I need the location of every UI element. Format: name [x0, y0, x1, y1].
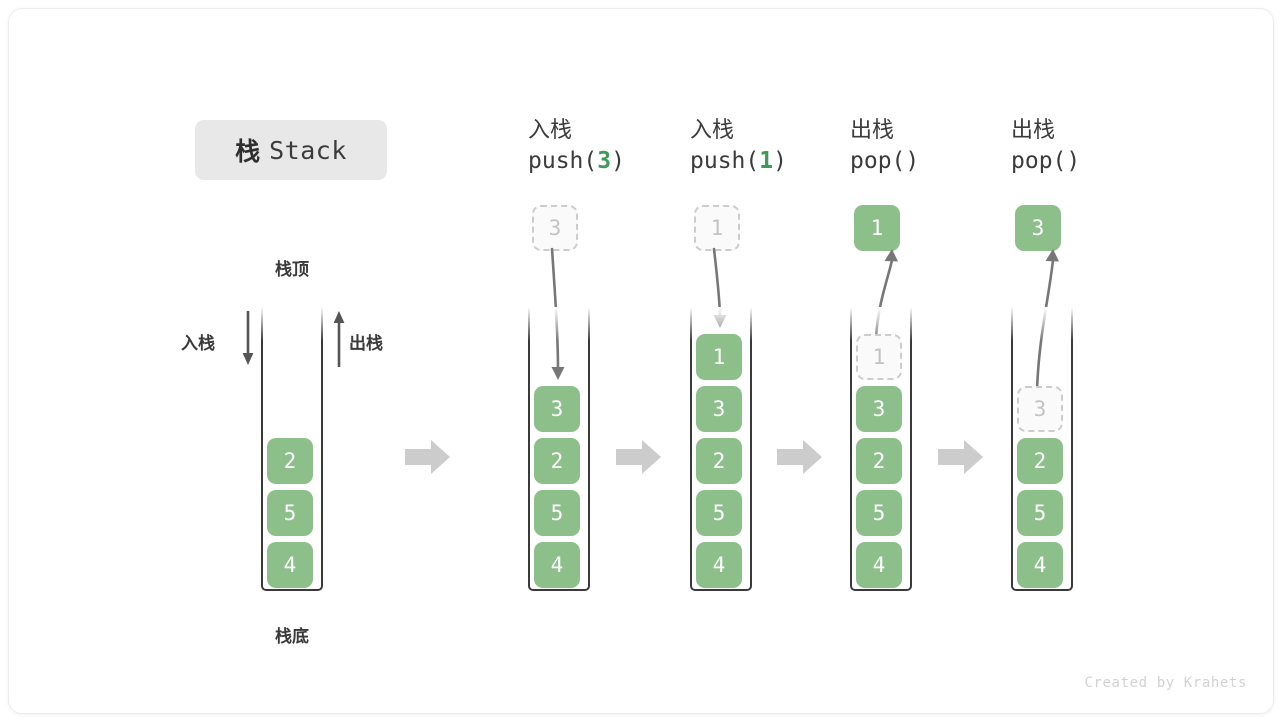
- code-suffix: ): [611, 148, 625, 174]
- code-suffix: ): [1066, 148, 1081, 174]
- rail-top-fade: [261, 307, 323, 341]
- stack-pop-3-cell: 4: [1017, 542, 1063, 588]
- stack-push-3: 3 2 5 4: [528, 307, 590, 591]
- stack-pop-1-cell: 5: [856, 490, 902, 536]
- intro-pop-label: 出栈: [349, 329, 383, 354]
- step-header-code-push-3: push(3): [528, 145, 698, 177]
- stack-top-label: 栈顶: [275, 260, 309, 279]
- stack-push-1: 1 3 2 5 4: [690, 307, 752, 591]
- code-suffix: ): [905, 148, 920, 174]
- arrow-up-icon: [331, 309, 347, 369]
- stack-frame: 3 2 5 4: [1011, 307, 1073, 591]
- step-header-push-3: 入栈 push(3): [528, 115, 698, 177]
- stack-push-3-cell: 2: [534, 438, 580, 484]
- step-header-cn-pop-3: 出栈: [1011, 117, 1056, 142]
- floating-value-push-3: 3: [532, 205, 578, 251]
- intro-stack: 2 5 4: [261, 307, 323, 591]
- stack-pop-1-cell: 2: [856, 438, 902, 484]
- code-prefix: push(: [528, 148, 598, 174]
- code-argument: 3: [597, 148, 612, 174]
- push-label-text: 入栈: [181, 334, 215, 353]
- intro-top-label-wrap: 栈顶: [258, 255, 326, 280]
- step-header-cn-pop-1: 出栈: [850, 117, 895, 142]
- arrow-down-icon: [240, 309, 256, 369]
- step-separator-arrow-1: [405, 438, 451, 476]
- intro-stack-cell: 5: [267, 490, 313, 536]
- stack-push-1-cell: 4: [696, 542, 742, 588]
- step-header-cn-push-1: 入栈: [690, 117, 735, 142]
- watermark-credit: Created by Krahets: [1084, 675, 1247, 691]
- stack-frame: 3 2 5 4: [528, 307, 590, 591]
- step-header-cn-push-3: 入栈: [528, 117, 573, 142]
- stack-pop-3-cell: 5: [1017, 490, 1063, 536]
- stack-pop-1-ghost-cell: 1: [856, 334, 902, 380]
- code-prefix: pop(: [1011, 148, 1067, 174]
- floating-value-pop-3: 3: [1015, 205, 1061, 251]
- stack-push-1-cell: 5: [696, 490, 742, 536]
- step-header-pop-3: 出栈 pop(): [1011, 115, 1181, 177]
- stack-frame: 1 3 2 5 4: [690, 307, 752, 591]
- stack-push-1-cell: 1: [696, 334, 742, 380]
- stack-pop-1-cell: 4: [856, 542, 902, 588]
- intro-push-label: 入栈: [181, 329, 215, 354]
- step-header-pop-1: 出栈 pop(): [850, 115, 1020, 177]
- stack-push-3-cell: 4: [534, 542, 580, 588]
- step-separator-arrow-2: [616, 438, 662, 476]
- step-header-push-1: 入栈 push(1): [690, 115, 860, 177]
- stack-pop-3-cell: 2: [1017, 438, 1063, 484]
- step-header-code-pop-3: pop(): [1011, 145, 1181, 177]
- stack-push-1-cell: 3: [696, 386, 742, 432]
- stack-pop-3-ghost-cell: 3: [1017, 386, 1063, 432]
- stack-bottom-label: 栈底: [275, 627, 309, 646]
- step-header-code-pop-1: pop(): [850, 145, 1020, 177]
- stack-push-3-cell: 3: [534, 386, 580, 432]
- stack-pop-1-cell: 3: [856, 386, 902, 432]
- stack-pop-3: 3 2 5 4: [1011, 307, 1073, 591]
- rail-top-fade: [528, 307, 590, 341]
- code-prefix: pop(: [850, 148, 906, 174]
- diagram-title-en: Stack: [269, 135, 347, 165]
- diagram-title-cn: 栈: [235, 138, 261, 166]
- intro-stack-cell: 2: [267, 438, 313, 484]
- stack-pop-1: 1 3 2 5 4: [850, 307, 912, 591]
- stack-push-3-cell: 5: [534, 490, 580, 536]
- code-argument: 1: [759, 148, 774, 174]
- stack-frame: 1 3 2 5 4: [850, 307, 912, 591]
- diagram-title-badge: 栈 Stack: [195, 120, 387, 180]
- floating-value-pop-1: 1: [854, 205, 900, 251]
- code-suffix: ): [773, 148, 787, 174]
- rail-top-fade: [1011, 307, 1073, 341]
- step-separator-arrow-4: [938, 438, 984, 476]
- intro-bottom-label-wrap: 栈底: [258, 622, 326, 647]
- step-header-code-push-1: push(1): [690, 145, 860, 177]
- stack-push-1-cell: 2: [696, 438, 742, 484]
- diagram-canvas: 栈 Stack 栈顶 入栈 出栈 2 5 4 栈底: [8, 8, 1274, 714]
- floating-value-push-1: 1: [694, 205, 740, 251]
- code-prefix: push(: [690, 148, 760, 174]
- step-separator-arrow-3: [777, 438, 823, 476]
- pop-label-text: 出栈: [349, 334, 383, 353]
- stack-frame: 2 5 4: [261, 307, 323, 591]
- intro-stack-cell: 4: [267, 542, 313, 588]
